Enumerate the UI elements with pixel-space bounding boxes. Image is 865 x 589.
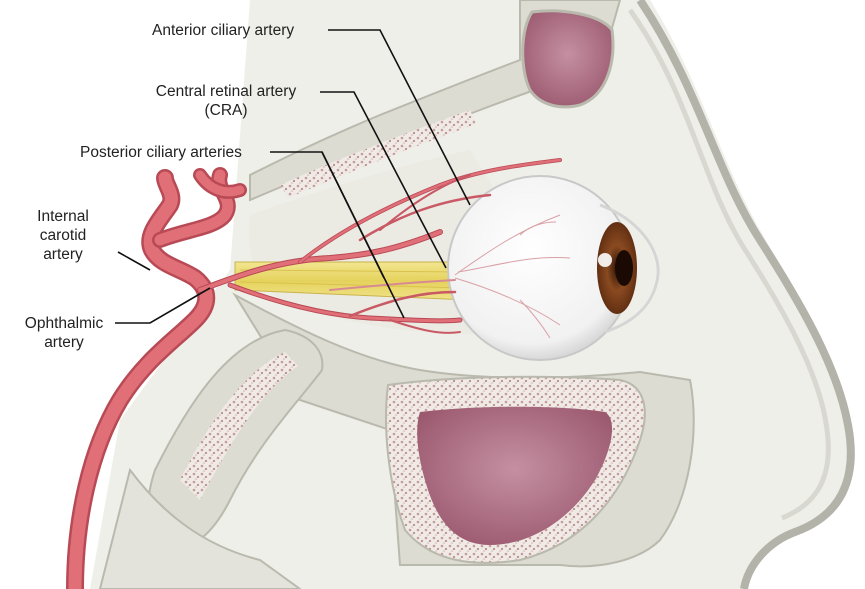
label-central-retinal-artery: Central retinal artery (CRA) bbox=[135, 82, 317, 120]
label-internal-carotid-line2: carotid bbox=[18, 226, 108, 245]
label-internal-carotid-line3: artery bbox=[18, 245, 108, 264]
label-internal-carotid-line1: Internal bbox=[18, 207, 108, 226]
label-central-retinal-line2: (CRA) bbox=[135, 101, 317, 120]
corneal-highlight bbox=[598, 253, 612, 267]
label-ophthalmic-line1: Ophthalmic bbox=[12, 314, 116, 333]
label-internal-carotid-artery: Internal carotid artery bbox=[18, 207, 108, 264]
pupil bbox=[615, 250, 633, 286]
label-ophthalmic-line2: artery bbox=[12, 333, 116, 352]
label-anterior-ciliary-artery: Anterior ciliary artery bbox=[152, 21, 294, 40]
label-ophthalmic-artery: Ophthalmic artery bbox=[12, 314, 116, 352]
label-central-retinal-line1: Central retinal artery bbox=[135, 82, 317, 101]
label-posterior-ciliary-arteries: Posterior ciliary arteries bbox=[80, 143, 242, 162]
frontal-sinus bbox=[523, 11, 613, 107]
